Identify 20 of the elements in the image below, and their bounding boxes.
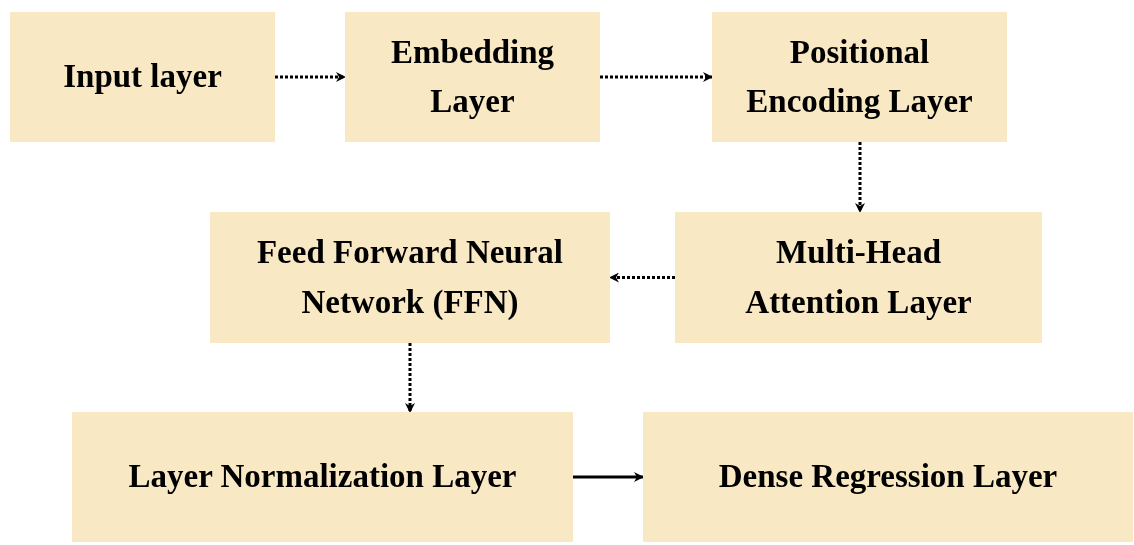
arrow [600,72,713,82]
process-box [643,412,1133,542]
process-box [675,212,1042,343]
box-label: Dense Regression Layer [718,457,1058,497]
box-label: Embedding Layer [389,32,556,121]
arrow [405,343,415,413]
arrow [573,472,644,482]
process-box [345,12,600,142]
box-label: Multi-Head Attention Layer [744,233,973,322]
box-label: Positional Encoding Layer [745,32,974,121]
box-label: Input layer [63,57,222,97]
process-box [712,12,1007,142]
box-label: Feed Forward Neural Network (FFN) [255,233,565,322]
arrow [855,142,865,213]
process-box [10,12,275,142]
process-box [210,212,610,343]
process-box [72,412,573,542]
arrow [609,272,675,283]
arrow [275,72,346,82]
box-label: Layer Normalization Layer [128,457,517,497]
